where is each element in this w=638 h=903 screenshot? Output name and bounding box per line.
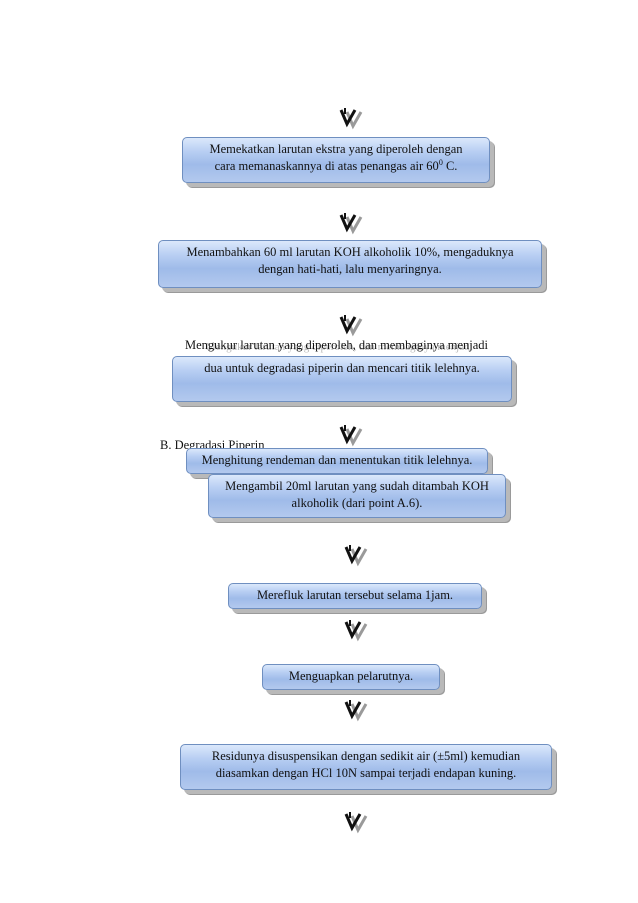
step-8-line-1: Residunya disuspensikan dengan sedikit a… — [211, 749, 521, 763]
ghost-text: Mengukur larutan yang diperoleh, dan mem… — [206, 341, 473, 353]
down-arrow-icon — [344, 700, 368, 722]
step-6-line-1: Merefluk larutan tersebut selama 1jam. — [256, 588, 454, 602]
flow-step-2: Menambahkan 60 ml larutan KOH alkoholik … — [158, 240, 542, 288]
down-arrow-icon — [344, 620, 368, 642]
step-1-line-1: Memekatkan larutan ekstra yang diperoleh… — [209, 142, 463, 156]
down-arrow-icon — [339, 315, 363, 337]
flow-step-5: Mengambil 20ml larutan yang sudah ditamb… — [208, 474, 506, 518]
down-arrow-icon — [339, 108, 363, 130]
flow-step-7: Menguapkan pelarutnya. — [262, 664, 440, 690]
down-arrow-icon — [344, 812, 368, 834]
step-5-line-2: alkoholik (dari point A.6). — [291, 496, 423, 510]
step-1-line-2: cara memanaskannya di atas penangas air … — [214, 157, 458, 173]
flow-step-8: Residunya disuspensikan dengan sedikit a… — [180, 744, 552, 790]
step-2-line-2: dengan hati-hati, lalu menyaringnya. — [258, 262, 442, 276]
step-2-line-1: Menambahkan 60 ml larutan KOH alkoholik … — [186, 245, 514, 259]
step-7-line-1: Menguapkan pelarutnya. — [288, 669, 414, 683]
down-arrow-icon — [339, 425, 363, 447]
flow-step-4: Menghitung rendeman dan menentukan titik… — [186, 448, 488, 474]
flow-step-1: Memekatkan larutan ekstra yang diperoleh… — [182, 137, 490, 183]
step-5-line-1: Mengambil 20ml larutan yang sudah ditamb… — [225, 479, 489, 493]
step-4-line-1: Menghitung rendeman dan menentukan titik… — [201, 453, 473, 467]
flow-step-6: Merefluk larutan tersebut selama 1jam. — [228, 583, 482, 609]
step-3-line-2: dua untuk degradasi piperin dan mencari … — [204, 361, 480, 375]
step-3-line-1: Mengukur larutan yang diperoleh, dan mem… — [185, 338, 489, 352]
down-arrow-icon — [339, 213, 363, 235]
step-8-line-2: diasamkan dengan HCl 10N sampai terjadi … — [215, 766, 517, 780]
down-arrow-icon — [344, 545, 368, 567]
flow-step-3: dua untuk degradasi piperin dan mencari … — [172, 356, 512, 402]
